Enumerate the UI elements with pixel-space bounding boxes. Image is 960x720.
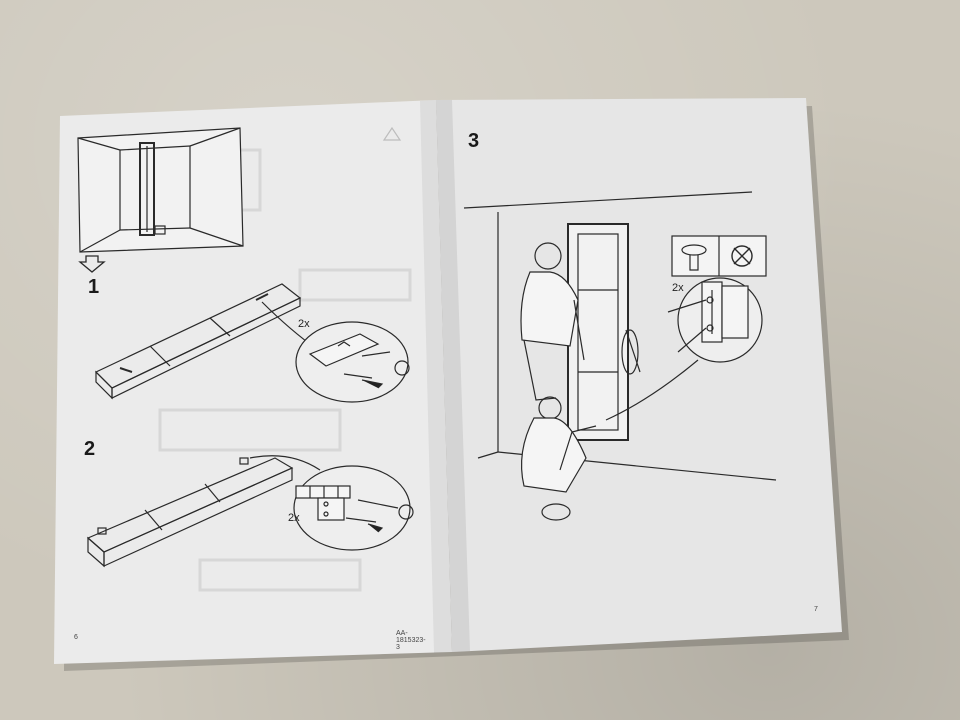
step-1-number: 1	[88, 276, 100, 298]
step-2-fastener-count: 2x	[288, 512, 300, 524]
step-3-number: 3	[468, 130, 480, 152]
right-page	[436, 98, 842, 652]
document-code: AA-1815323-3	[396, 630, 426, 651]
left-page-number: 6	[74, 634, 78, 641]
warning-triangle-icon	[382, 126, 402, 141]
step-1-fastener-count: 2x	[298, 318, 310, 330]
overview-illustration	[77, 127, 244, 253]
step-2-illustration	[86, 455, 414, 568]
step-1-illustration	[94, 283, 410, 403]
down-arrow-icon	[78, 255, 106, 273]
step-2-number: 2	[84, 438, 96, 460]
step-3-illustration	[463, 191, 777, 521]
fitting-wrong-icon	[731, 245, 753, 267]
right-page-number: 7	[814, 606, 818, 613]
fitting-ok-icon	[681, 244, 707, 271]
step-3-fastener-count: 2x	[672, 282, 684, 294]
